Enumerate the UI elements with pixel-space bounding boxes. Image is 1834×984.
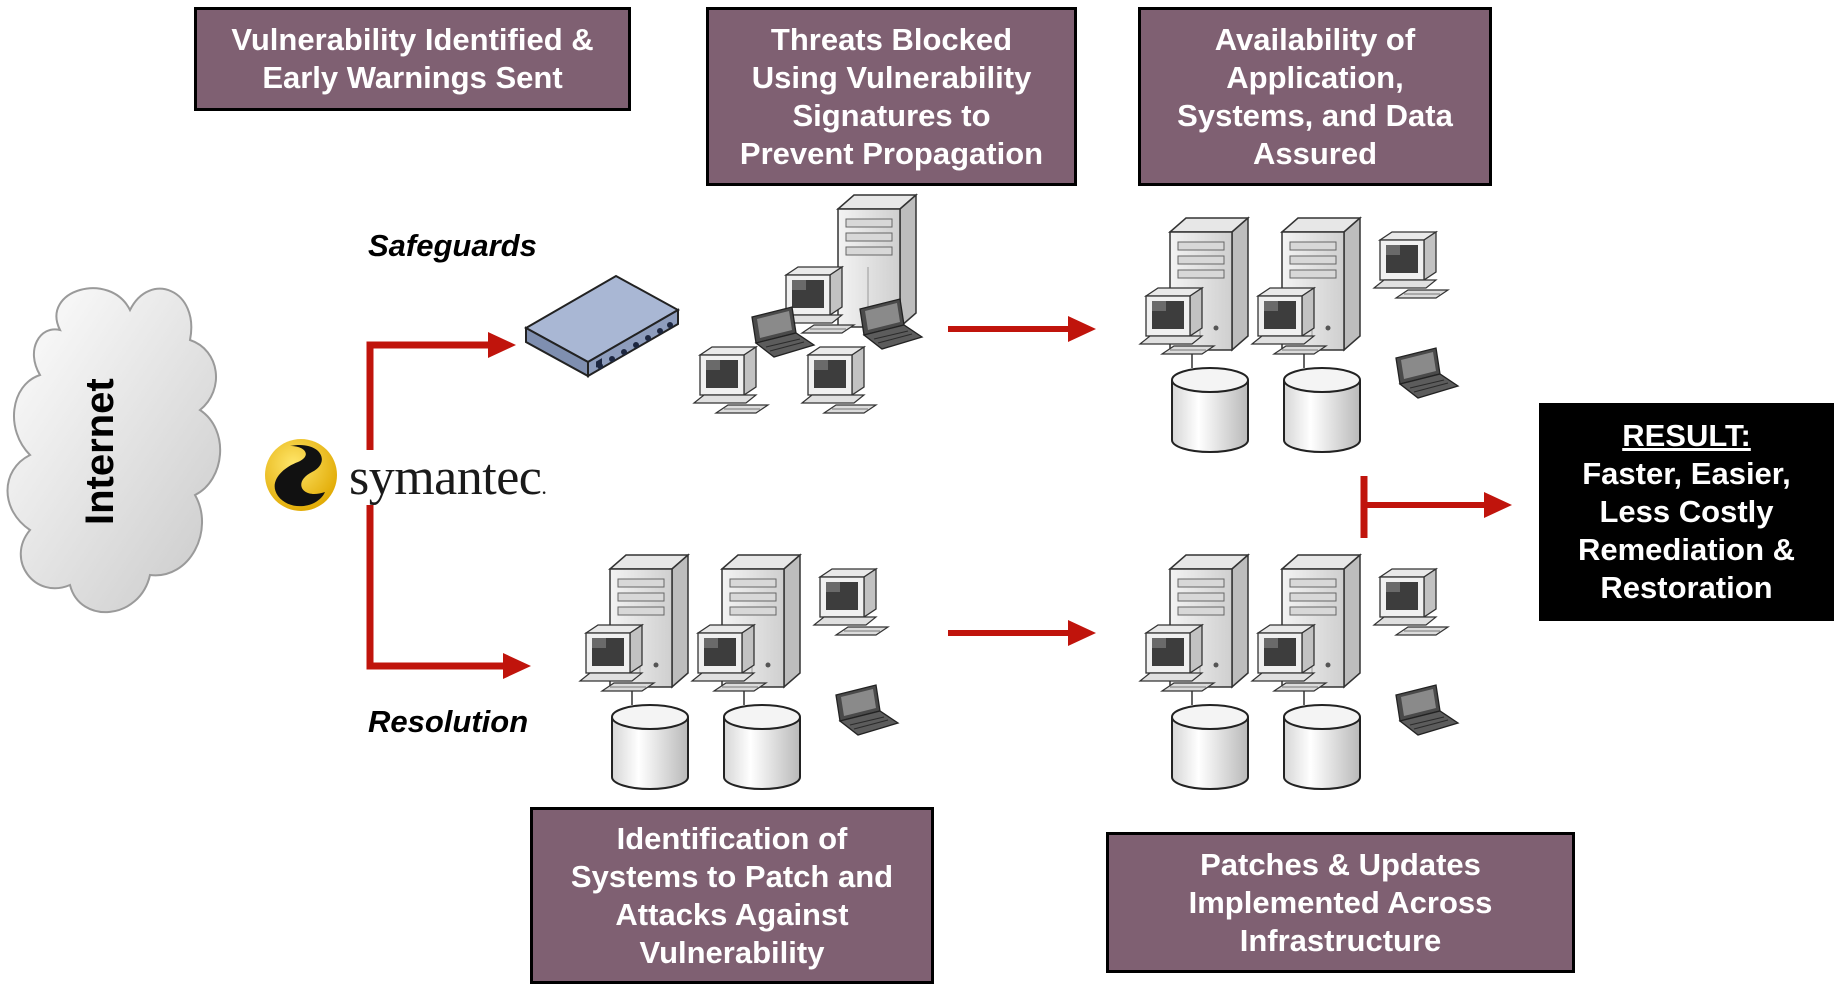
- arrow-icon: [1484, 492, 1512, 518]
- network-switch-icon: [523, 274, 681, 378]
- result-box: RESULT: Faster, Easier, Less Costly Reme…: [1539, 403, 1834, 621]
- vulnerability-identified-box: Vulnerability Identified &Early Warnings…: [194, 7, 631, 111]
- desktop-computer-icon: [693, 346, 769, 414]
- arrow-icon: [1068, 316, 1096, 342]
- arrow-icon: [488, 332, 516, 358]
- desktop-computer-icon: [801, 346, 877, 414]
- symantec-wordmark: symantec.: [349, 449, 547, 506]
- safeguards-label: Safeguards: [368, 228, 537, 263]
- arrow-icon: [503, 653, 531, 679]
- result-line: Remediation &: [1577, 532, 1796, 567]
- internet-cloud-icon: [6, 287, 222, 614]
- result-line: Restoration: [1600, 570, 1773, 605]
- resolution-label: Resolution: [368, 704, 529, 739]
- server-cluster-patched: [1140, 555, 1458, 789]
- result-line: Faster, Easier,: [1582, 456, 1791, 491]
- threat-blocking-computers-icon: [693, 194, 923, 414]
- result-title: RESULT:: [1622, 418, 1751, 453]
- result-line: Less Costly: [1599, 494, 1774, 529]
- server-cluster-availability: [1140, 218, 1458, 452]
- flow-arrows: [366, 316, 1512, 679]
- server-cluster-identification: [580, 555, 898, 789]
- arrow-icon: [1068, 620, 1096, 646]
- symantec-logo-icon: [265, 439, 337, 511]
- internet-label: Internet: [78, 378, 122, 525]
